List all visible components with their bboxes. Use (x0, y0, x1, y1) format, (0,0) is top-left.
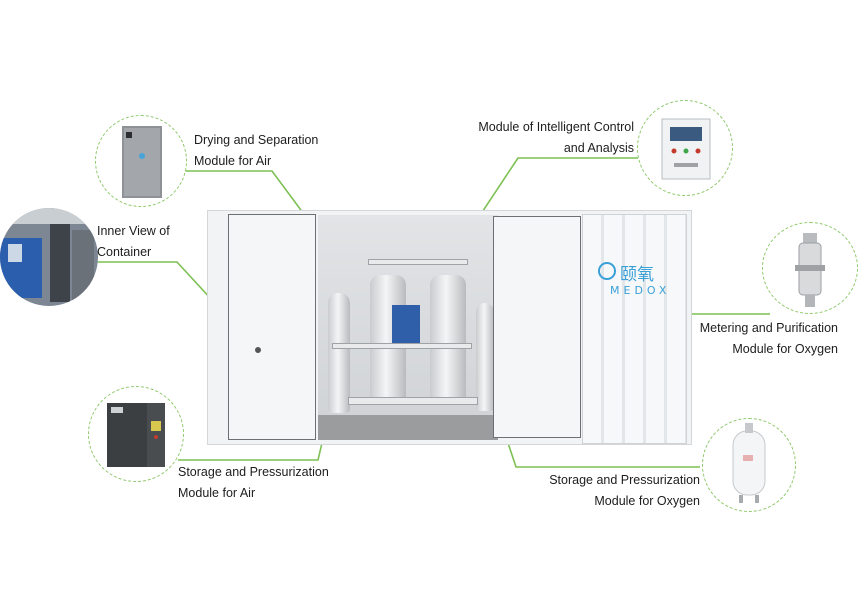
door-handle (255, 347, 261, 353)
drying-cabinet-icon (122, 126, 162, 198)
oxygen-tank (476, 303, 494, 411)
intelligent-control-thumbnail (637, 100, 733, 196)
oxygen-tank-icon (732, 423, 766, 503)
brand-chinese: 颐氧 (620, 265, 654, 285)
label-line: Drying and Separation (194, 133, 319, 147)
container-side-panel (582, 214, 687, 444)
pipe-base (348, 397, 478, 405)
air-tank (328, 293, 350, 413)
label-storage-air: Storage and Pressurization Module for Ai… (178, 462, 329, 504)
container-door-right (493, 216, 581, 438)
control-unit (392, 305, 420, 345)
container-door-left (228, 214, 316, 440)
drying-module-thumbnail (95, 115, 187, 207)
label-drying-module: Drying and Separation Module for Air (194, 130, 318, 172)
pipe-mid (332, 343, 472, 349)
label-intelligent-control: Module of Intelligent Control and Analys… (478, 117, 634, 159)
label-line: Inner View of (97, 224, 170, 238)
separation-tower-right (430, 275, 466, 405)
label-line: Module of Intelligent Control (478, 120, 634, 134)
storage-air-thumbnail (88, 386, 184, 482)
pipe-top (368, 259, 468, 265)
brand-mark-icon (598, 262, 616, 280)
label-line: Metering and Purification (699, 321, 838, 335)
label-line: and Analysis (563, 141, 634, 155)
label-line: Module for Oxygen (594, 494, 700, 508)
label-inner-view: Inner View of Container (97, 221, 170, 263)
label-line: Module for Oxygen (732, 342, 838, 356)
inner-view-thumbnail (0, 208, 98, 306)
label-line: Storage and Pressurization (178, 465, 329, 479)
metering-thumbnail (762, 222, 858, 314)
brand-latin: MEDOX (610, 284, 671, 297)
storage-oxygen-thumbnail (702, 418, 796, 512)
label-storage-oxygen: Storage and Pressurization Module for Ox… (549, 470, 700, 512)
label-line: Storage and Pressurization (549, 473, 700, 487)
label-line: Container (97, 245, 152, 259)
label-line: Module for Air (194, 154, 272, 168)
control-cabinet-icon (661, 118, 711, 180)
label-metering: Metering and Purification Module for Oxy… (700, 318, 838, 360)
oxygen-filter-icon (795, 233, 825, 307)
container-inner-photo-icon (0, 208, 98, 306)
container-interior (318, 215, 498, 440)
interior-floor (318, 415, 498, 440)
brand-logo: 颐氧 MEDOX (598, 258, 678, 304)
air-compressor-icon (107, 403, 165, 467)
label-line: Module for Air (178, 486, 256, 500)
